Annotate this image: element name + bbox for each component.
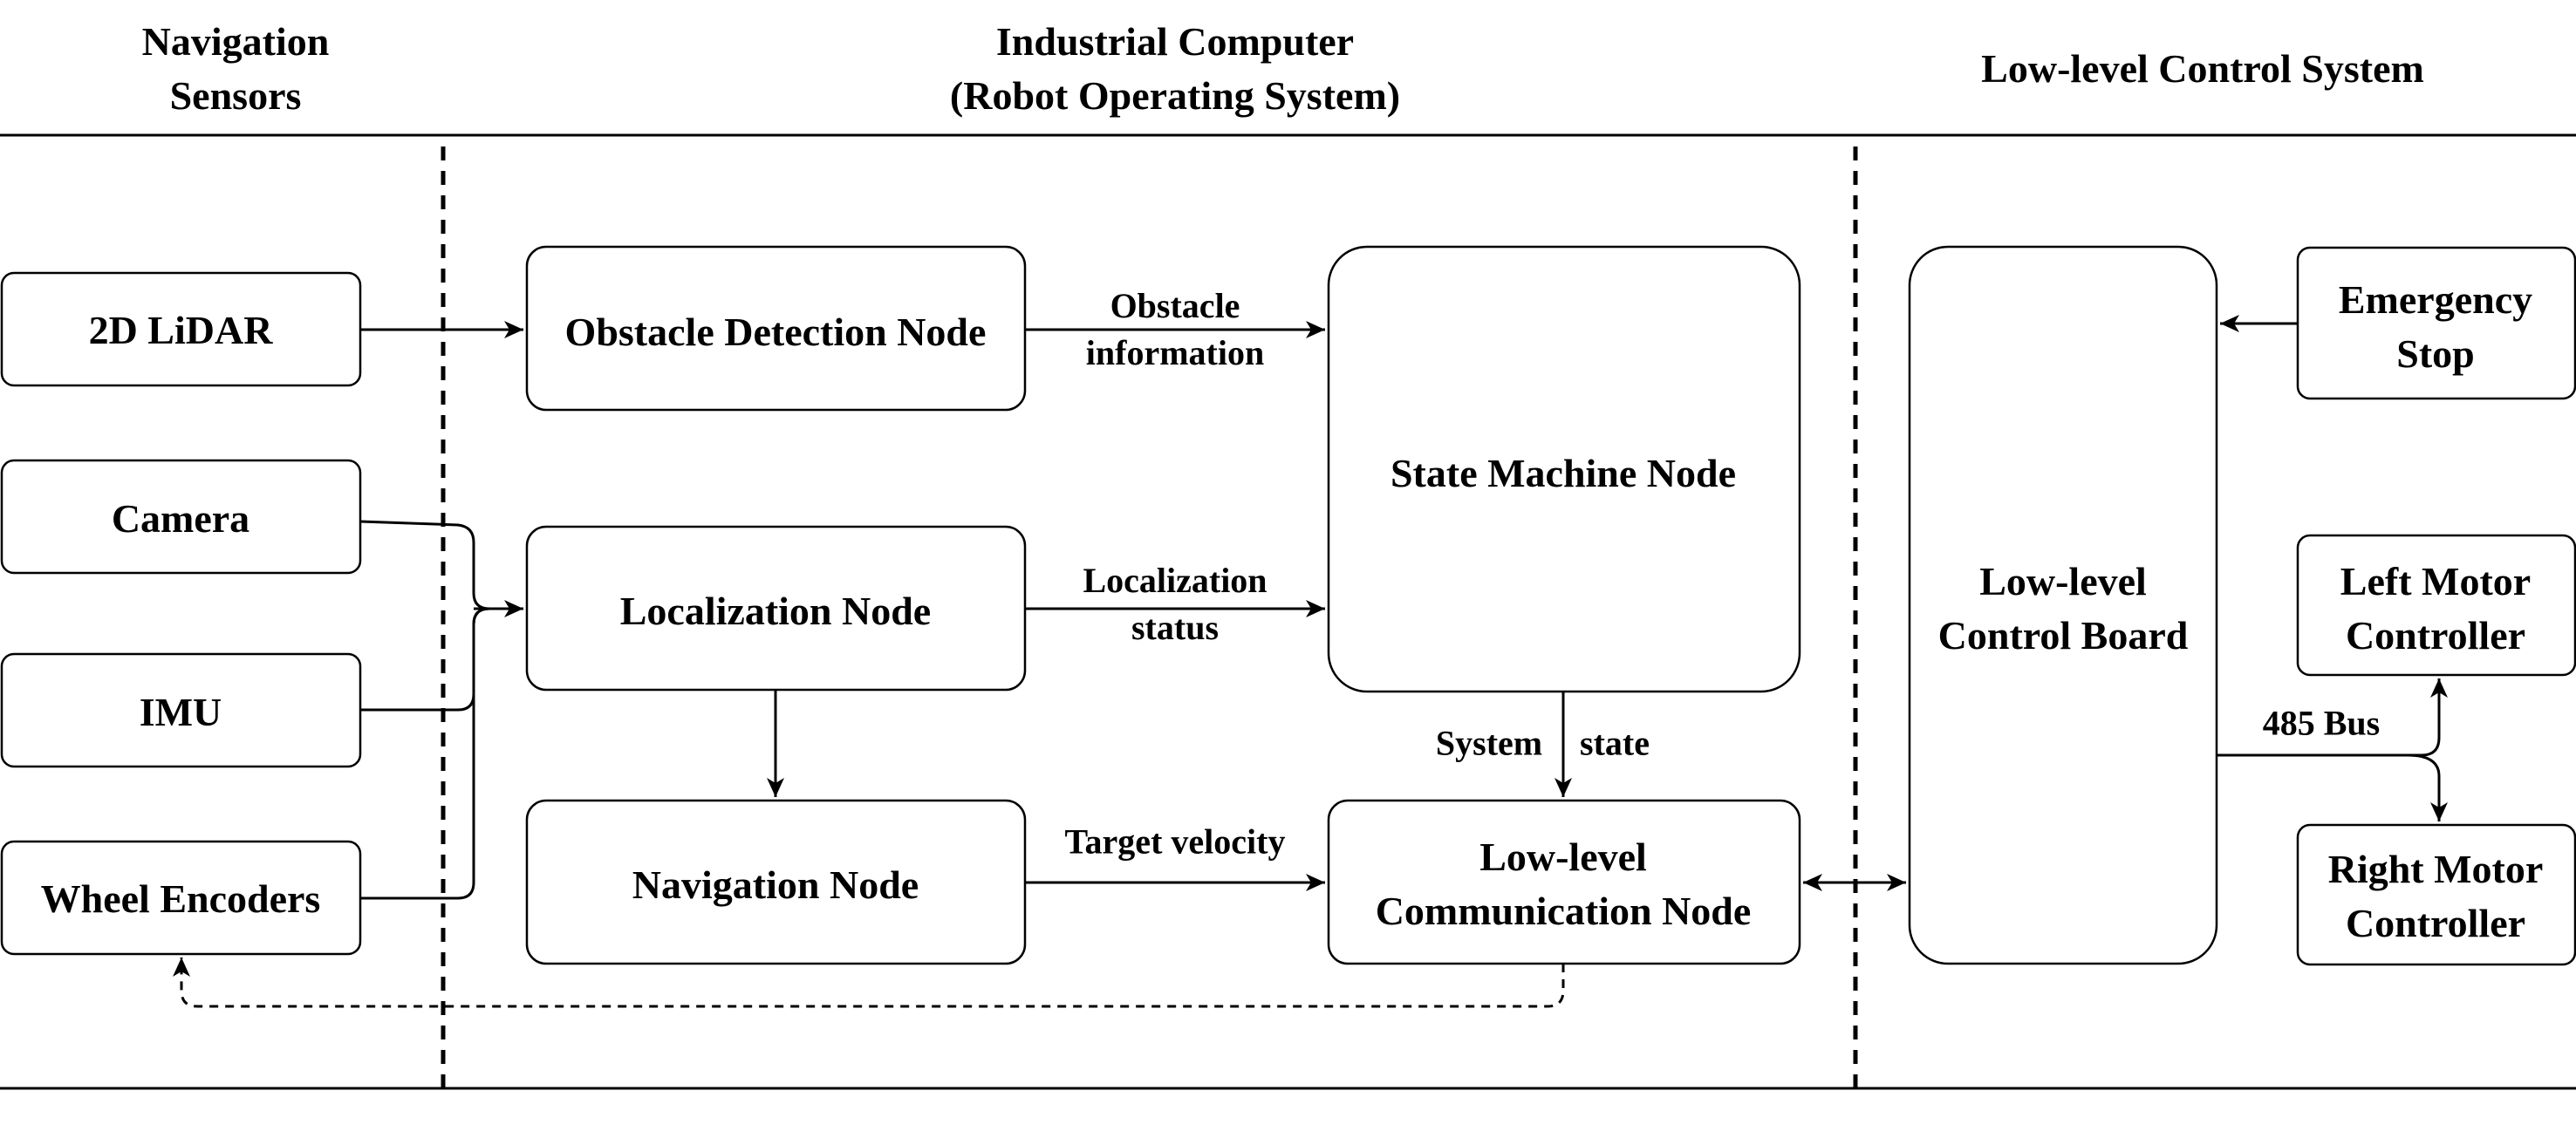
right-motor-controller-box — [2296, 823, 2576, 966]
wheel-encoders-label: Wheel Encoders — [41, 876, 321, 921]
low-level-control-board-box — [1908, 245, 2218, 965]
localization-status-label: Localization status — [1083, 561, 1267, 647]
low-level-communication-node-label-line-1: Low-level — [1479, 835, 1647, 879]
wheel-encoders-label-line-1: Wheel Encoders — [41, 876, 321, 921]
state-machine-node-label-line-1: State Machine Node — [1390, 451, 1736, 495]
low-level-control-board-label-line-1: Low-level — [1979, 559, 2147, 603]
right-motor-controller-label-line-2: Controller — [2346, 901, 2525, 945]
system-label: System — [1436, 724, 1542, 763]
localization-node-label: Localization Node — [620, 589, 931, 633]
target-velocity-label: Target velocity — [1065, 822, 1286, 862]
header-navigation-sensors-line-2: Sensors — [170, 73, 302, 118]
footer-frame — [0, 1087, 2576, 1145]
camera-box — [0, 459, 362, 575]
right-motor-controller-label-line-1: Right Motor — [2328, 847, 2544, 891]
obstacle-detection-node-label-line-1: Obstacle Detection Node — [565, 310, 987, 354]
obstacle-information-label: Obstacle information — [1086, 286, 1264, 372]
control-board-to-left-motor-arrow — [2217, 678, 2448, 757]
state-machine-node-label: State Machine Node — [1390, 451, 1736, 495]
camera-label-line-1: Camera — [112, 496, 249, 541]
header-industrial-computer: Industrial Computer (Robot Operating Syst… — [950, 19, 1400, 118]
header-navigation-sensors-line-1: Navigation — [142, 19, 330, 64]
low-level-control-board-label-line-2: Control Board — [1938, 613, 2189, 658]
localization-status-label-line-2: status — [1131, 608, 1219, 647]
header-industrial-computer-line-2: (Robot Operating System) — [950, 73, 1400, 118]
encoders-to-localization-connector — [360, 607, 490, 900]
state-label: state — [1580, 724, 1650, 763]
feedback-dashed-arrow — [173, 958, 1565, 1008]
imu-to-localization-connector — [360, 607, 497, 712]
left-motor-controller-label-line-1: Left Motor — [2340, 559, 2531, 603]
emergency-stop-label-line-2: Stop — [2396, 331, 2474, 376]
localization-node-label-line-1: Localization Node — [620, 589, 931, 633]
left-motor-controller-box — [2296, 534, 2576, 677]
localization-status-label-line-1: Localization — [1083, 561, 1267, 600]
emergency-stop-label-line-1: Emergency — [2339, 277, 2532, 322]
control-board-to-right-motor-arrow — [2407, 753, 2448, 821]
header-industrial-computer-line-1: Industrial Computer — [996, 19, 1354, 64]
obstacle-detection-node-label: Obstacle Detection Node — [565, 310, 987, 354]
navigation-node-label-line-1: Navigation Node — [632, 862, 919, 907]
navigation-node-label: Navigation Node — [632, 862, 919, 907]
lidar-label: 2D LiDAR — [89, 308, 274, 352]
low-level-communication-node-label-line-2: Communication Node — [1376, 889, 1752, 933]
imu-label: IMU — [140, 690, 222, 734]
emergency-stop-box — [2296, 246, 2576, 400]
obstacle-information-label-line-1: Obstacle — [1110, 286, 1240, 325]
485-bus-label: 485 Bus — [2263, 704, 2381, 743]
header-low-level-control-system: Low-level Control System — [1981, 46, 2424, 91]
low-level-communication-node-box — [1327, 799, 1801, 965]
camera-to-localization-connector — [359, 520, 497, 610]
camera-label: Camera — [112, 496, 249, 541]
left-motor-controller-label-line-2: Controller — [2346, 613, 2525, 658]
header-low-level-control-system-line-1: Low-level Control System — [1981, 46, 2424, 91]
obstacle-information-label-line-2: information — [1086, 333, 1264, 372]
lidar-label-line-1: 2D LiDAR — [89, 308, 274, 352]
imu-label-line-1: IMU — [140, 690, 222, 734]
header-frame — [0, 0, 2576, 137]
